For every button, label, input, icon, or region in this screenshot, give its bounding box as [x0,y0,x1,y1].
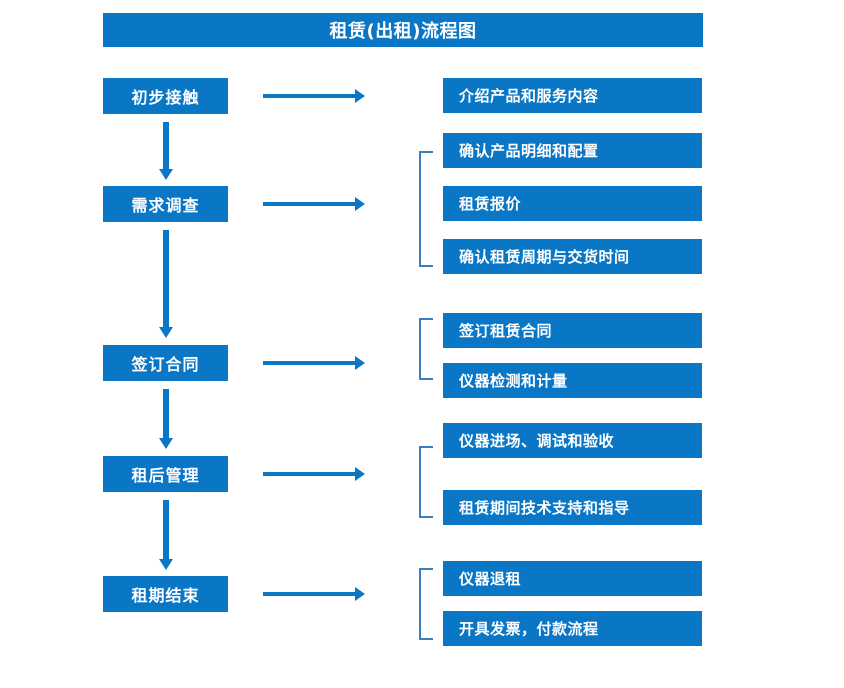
arrow-head [159,327,173,338]
arrow-shaft [163,500,169,559]
group-bracket-3 [419,318,433,380]
group-bracket-5 [419,568,433,640]
arrow-shaft [263,361,357,365]
horizontal-arrow-icon-5 [263,587,365,601]
arrow-shaft [263,592,357,596]
arrow-head [159,438,173,449]
flowchart-title: 租赁(出租)流程图 [103,13,703,47]
horizontal-arrow-icon-3 [263,356,365,370]
arrow-shaft [263,202,357,206]
vertical-arrow-icon-2 [159,230,173,338]
detail-box-仪器检测和计量[interactable]: 仪器检测和计量 [443,363,702,398]
arrow-head [159,559,173,570]
detail-box-确认租赁周期与交货时间[interactable]: 确认租赁周期与交货时间 [443,239,702,274]
vertical-arrow-icon-1 [159,122,173,180]
horizontal-arrow-icon-2 [263,197,365,211]
detail-box-签订租赁合同[interactable]: 签订租赁合同 [443,313,702,348]
vertical-arrow-icon-4 [159,500,173,570]
detail-box-确认产品明细和配置[interactable]: 确认产品明细和配置 [443,133,702,168]
detail-box-仪器进场调试和验收[interactable]: 仪器进场、调试和验收 [443,423,702,458]
arrow-shaft [163,230,169,327]
arrow-head [355,587,365,601]
horizontal-arrow-icon-4 [263,467,365,481]
detail-box-开具发票付款流程[interactable]: 开具发票，付款流程 [443,611,702,646]
detail-box-租赁报价[interactable]: 租赁报价 [443,186,702,221]
arrow-head [355,197,365,211]
detail-box-仪器退租[interactable]: 仪器退租 [443,561,702,596]
group-bracket-2 [419,151,433,267]
arrow-head [355,89,365,103]
detail-box-租赁期间技术支持和指导[interactable]: 租赁期间技术支持和指导 [443,490,702,525]
stage-box-初步接触[interactable]: 初步接触 [103,78,228,114]
arrow-shaft [263,94,357,98]
stage-box-签订合同[interactable]: 签订合同 [103,345,228,381]
horizontal-arrow-icon-1 [263,89,365,103]
arrow-head [159,169,173,180]
arrow-head [355,467,365,481]
stage-box-租期结束[interactable]: 租期结束 [103,576,228,612]
group-bracket-4 [419,446,433,518]
detail-box-介绍产品和服务内容[interactable]: 介绍产品和服务内容 [443,78,702,113]
stage-box-租后管理[interactable]: 租后管理 [103,456,228,492]
stage-box-需求调查[interactable]: 需求调查 [103,186,228,222]
arrow-shaft [163,389,169,438]
arrow-shaft [163,122,169,169]
vertical-arrow-icon-3 [159,389,173,449]
arrow-shaft [263,472,357,476]
arrow-head [355,356,365,370]
